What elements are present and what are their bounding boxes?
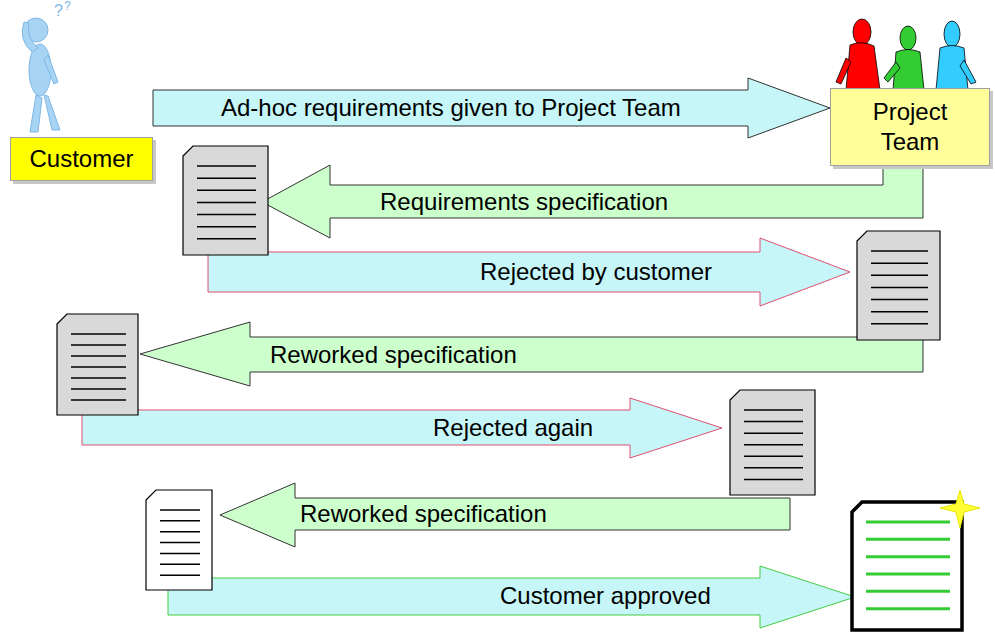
document — [146, 490, 212, 590]
document-line — [866, 538, 950, 541]
document-line — [197, 165, 256, 167]
arrow-label: Reworked specification — [270, 341, 517, 369]
document-line — [871, 299, 928, 301]
document-line — [160, 520, 200, 522]
document-line — [871, 311, 928, 313]
document-line — [744, 432, 803, 434]
document — [857, 231, 940, 340]
rejected-arrow — [82, 398, 722, 458]
document-line — [871, 287, 928, 289]
approved-document — [852, 502, 962, 630]
arrow-label: Reworked specification — [300, 500, 547, 528]
document-line — [71, 344, 126, 346]
node-text: Customer — [19, 144, 144, 174]
node-text: Project Team — [845, 97, 975, 157]
team-figures — [836, 19, 976, 90]
document-line — [744, 409, 803, 411]
document-line — [197, 190, 256, 192]
svg-text:?: ? — [54, 2, 63, 19]
team-box: Project Team — [830, 88, 990, 166]
spec-arrow — [262, 162, 923, 238]
actor-box: Customer — [10, 137, 153, 181]
spec-arrow — [220, 483, 790, 547]
document-line — [160, 531, 200, 533]
document-line — [160, 553, 200, 555]
document-line — [71, 377, 126, 379]
document-line — [71, 366, 126, 368]
document-line — [197, 177, 256, 179]
document-line — [71, 355, 126, 357]
document-line — [197, 238, 256, 240]
document-line — [871, 323, 928, 325]
approved-arrow — [168, 566, 855, 628]
document — [183, 146, 268, 255]
document-line — [871, 275, 928, 277]
arrow-label: Rejected again — [433, 414, 593, 442]
document-line — [197, 202, 256, 204]
document-line — [160, 574, 200, 576]
document — [57, 314, 138, 415]
arrow-label: Ad-hoc requirements given to Project Tea… — [221, 94, 681, 122]
svg-text:?: ? — [64, 0, 71, 13]
document-line — [871, 262, 928, 264]
arrow-label: Customer approved — [500, 582, 711, 610]
document-line — [744, 456, 803, 458]
document-line — [160, 564, 200, 566]
document-line — [197, 226, 256, 228]
document-line — [871, 250, 928, 252]
document-line — [866, 573, 950, 576]
arrow-label: Requirements specification — [380, 188, 668, 216]
arrow-label: Rejected by customer — [480, 258, 712, 286]
document-line — [71, 388, 126, 390]
document-line — [744, 467, 803, 469]
document-line — [866, 521, 950, 524]
spec-arrow — [140, 322, 923, 386]
document-line — [866, 555, 950, 558]
rejected-arrow — [208, 238, 850, 306]
flow-arrow — [153, 78, 830, 138]
document-line — [866, 607, 950, 610]
document-line — [744, 479, 803, 481]
star — [940, 490, 980, 528]
document-line — [866, 590, 950, 593]
document-line — [744, 444, 803, 446]
document-line — [160, 542, 200, 544]
document — [730, 390, 815, 495]
customer-figure: ? ? — [22, 0, 71, 132]
document-line — [160, 509, 200, 511]
document-line — [744, 421, 803, 423]
document-line — [197, 214, 256, 216]
document-line — [71, 399, 126, 401]
document-line — [71, 333, 126, 335]
